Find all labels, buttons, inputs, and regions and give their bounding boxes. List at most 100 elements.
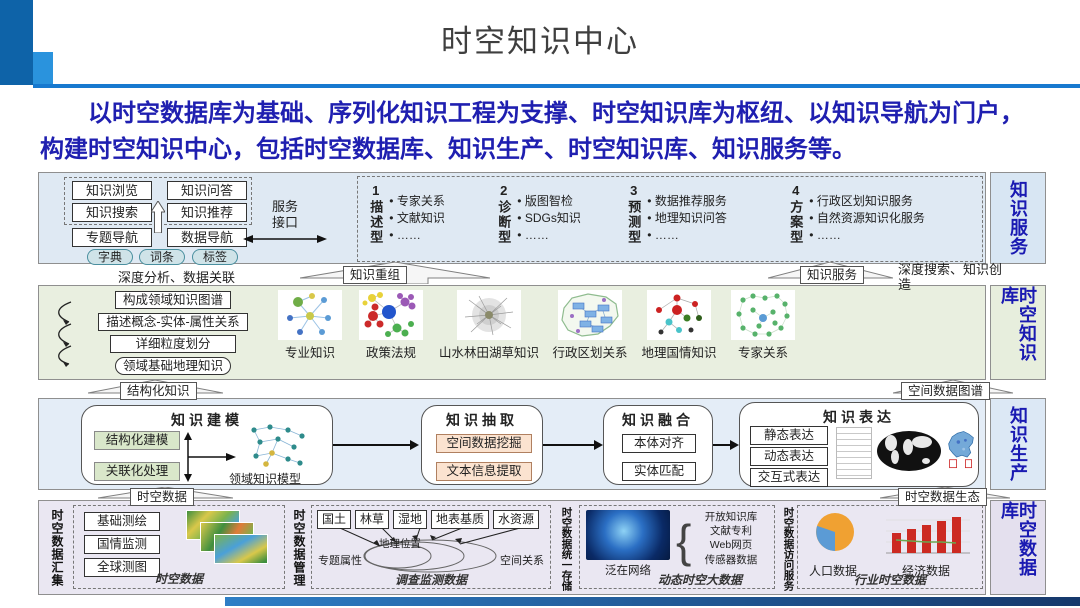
type-descriptive: 1描述型 专家关系 文献知识 …… [368,183,496,255]
thumb-caption: 山水林田湖草知识 [438,346,539,360]
economy-bar-image [886,517,970,554]
corner-accent-dark [0,0,33,85]
policy-regulation-image [359,290,423,340]
global-mapping-box: 全球测图 [84,558,160,577]
kb-stack: 构成领域知识图谱 描述概念-实体-属性关系 详细粒度划分 领域基础地理知识 [71,291,275,375]
wetland-box: 湿地 [393,510,427,529]
map-stack-image [186,510,282,574]
s2-footer: 调查监测数据 [394,573,467,587]
s2-box: 国土 林草 湿地 地表基质 水资源 地理位置 专题属性 空间关系 调查监测数据 [311,505,551,589]
flow3-left-arrow-label: 时空数据 [130,488,195,506]
band-knowledge-production: 知识建模 结构化建模 关联化处理 领域知识模型 知识抽取 空间数据挖掘 文本信息… [38,398,986,490]
s4-label: 时空数据访问服务 [782,507,795,591]
expression-box: 知识表达 静态表达 动态表达 交互式表达 [739,402,979,487]
structured-modeling-box: 结构化建模 [94,431,180,450]
ontology-align-box: 本体对齐 [622,434,696,453]
extraction-title: 知识抽取 [446,412,518,428]
thumb-expert-relation: 专家关系 [727,290,799,361]
band-spatiotemporal-database: 时空数据汇集 基础测绘 国情监测 全球测图 时空数据 时空数据管理 国土 林草 … [38,500,986,595]
page-title: 时空知识中心 [441,24,639,59]
type-predictive: 3预测型 数据推荐服务 地理知识问答 …… [626,183,788,255]
flow2-right-arrow-label: 空间数据图谱 [901,382,991,400]
s4-box: 人口数据 经济数据 行业时空数据 [797,505,983,589]
flow1-left-text: 深度分析、数据关联 [118,270,236,285]
national-monitoring-box: 国情监测 [84,535,160,554]
thematic-attribute-label: 专题属性 [318,555,362,567]
thumb-caption: 专家关系 [737,346,788,360]
s1-label: 时空数据汇集 [50,509,64,587]
flow1-right-text: 深度搜索、知识创造 [898,262,1003,292]
professional-knowledge-image [278,290,342,340]
earth-network-image [586,510,670,560]
knowledge-types-box: 1描述型 专家关系 文献知识 …… 2诊断型 版图智检 SDGs知识 …… 3预… [357,176,983,262]
flow2-left-arrow-label: 结构化知识 [120,382,197,400]
admin-division-image [558,290,622,340]
thumb-caption: 地理国情知识 [641,346,717,360]
s1-footer: 时空数据 [154,572,203,586]
basic-surveying-box: 基础测绘 [84,512,160,531]
pill-dictionary: 字典 [87,249,133,265]
s2-boxes-row: 国土 林草 湿地 地表基质 水资源 [317,510,539,529]
knowledge-browse-box: 知识浏览 [72,181,152,200]
modeling-title: 知识建模 [171,412,243,428]
dynamic-expression-box: 动态表达 [750,447,828,466]
forest-box: 林草 [355,510,389,529]
surface-substrate-box: 地表基质 [431,510,489,529]
fusion-title: 知识融合 [622,412,694,428]
prod-arrow-3 [713,440,739,450]
fusion-box: 知识融合 本体对齐 实体匹配 [603,405,713,485]
thumb-admin-division: 行政区划关系 [549,290,631,361]
knowledge-qa-box: 知识问答 [167,181,247,200]
text-extraction-box: 文本信息提取 [436,462,532,481]
economy-caption: 经济数据 [901,564,950,578]
population-caption: 人口数据 [808,564,857,578]
concentric-ellipses-image [339,528,521,573]
geo-condition-image [647,290,711,340]
brace-icon: { [676,515,692,567]
header-rule [33,84,1080,88]
intro-paragraph: 以时空数据库为基础、序列化知识工程为支撑、时空知识库为枢纽、以知识导航为门户，构… [40,100,1024,163]
kb-stack-item: 详细粒度划分 [110,335,236,353]
pill-tag: 标签 [192,249,238,265]
static-expression-box: 静态表达 [750,426,828,445]
side-label-spatiotemporal-database: 时空数据库 [990,500,1046,595]
world-map-image [877,431,941,471]
kb-thumbnails: 专业知识 政策法规 山水林田湖草知识 [275,290,799,361]
kb-stack-item: 领域基础地理知识 [114,357,231,375]
prod-arrow-2 [543,440,603,450]
thumb-caption: 行政区划关系 [552,346,628,360]
corner-accent-light [33,52,53,85]
thumb-caption: 专业知识 [284,346,335,360]
kb-stack-item: 描述概念-实体-属性关系 [98,313,248,331]
type-diagnostic: 2诊断型 版图智检 SDGs知识 …… [496,183,626,255]
s4-footer: 行业时空数据 [853,573,926,587]
association-processing-box: 关联化处理 [94,462,180,481]
up-block-arrow-icon [151,201,165,233]
water-resource-box: 水资源 [493,510,539,529]
geo-location-label: 地理位置 [379,538,421,550]
spatial-mining-box: 空间数据挖掘 [436,434,532,453]
thumb-policy-regulation: 政策法规 [353,290,429,361]
domain-model-caption: 领域知识模型 [228,472,301,486]
s3-label: 时空数据统一存储 [560,507,573,591]
thumb-landscape-knowledge: 山水林田湖草知识 [437,290,541,361]
side-label-knowledge-base: 时空知识库 [990,285,1046,380]
s3-box: 泛在网络 { 开放知识库 文献专利 Web网页 传感器数据 …… 动态时空大数据 [579,505,775,589]
side-label-knowledge-production: 知识生产 [990,398,1046,490]
data-nav-box: 数据导航 [167,228,247,247]
s3-footer: 动态时空大数据 [657,573,742,587]
band-knowledge-base: 构成领域知识图谱 描述概念-实体-属性关系 详细粒度划分 领域基础地理知识 专业… [38,285,986,380]
land-box: 国土 [317,510,351,529]
pill-entry: 词条 [139,249,185,265]
topic-nav-box: 专题导航 [72,228,152,247]
modeling-box: 知识建模 结构化建模 关联化处理 领域知识模型 [81,405,333,486]
earth-caption: 泛在网络 [605,565,651,577]
thumb-caption: 政策法规 [365,346,416,360]
s3-source-list: 开放知识库 文献专利 Web网页 传感器数据 …… [704,511,758,580]
service-interface-label: 服务 接口 [271,199,298,230]
bottom-accent-bar [225,597,1080,606]
s1-box: 基础测绘 国情监测 全球测图 时空数据 [73,505,285,589]
modeling-arrows-icon [184,432,236,482]
domain-model-graph-image [251,424,305,467]
